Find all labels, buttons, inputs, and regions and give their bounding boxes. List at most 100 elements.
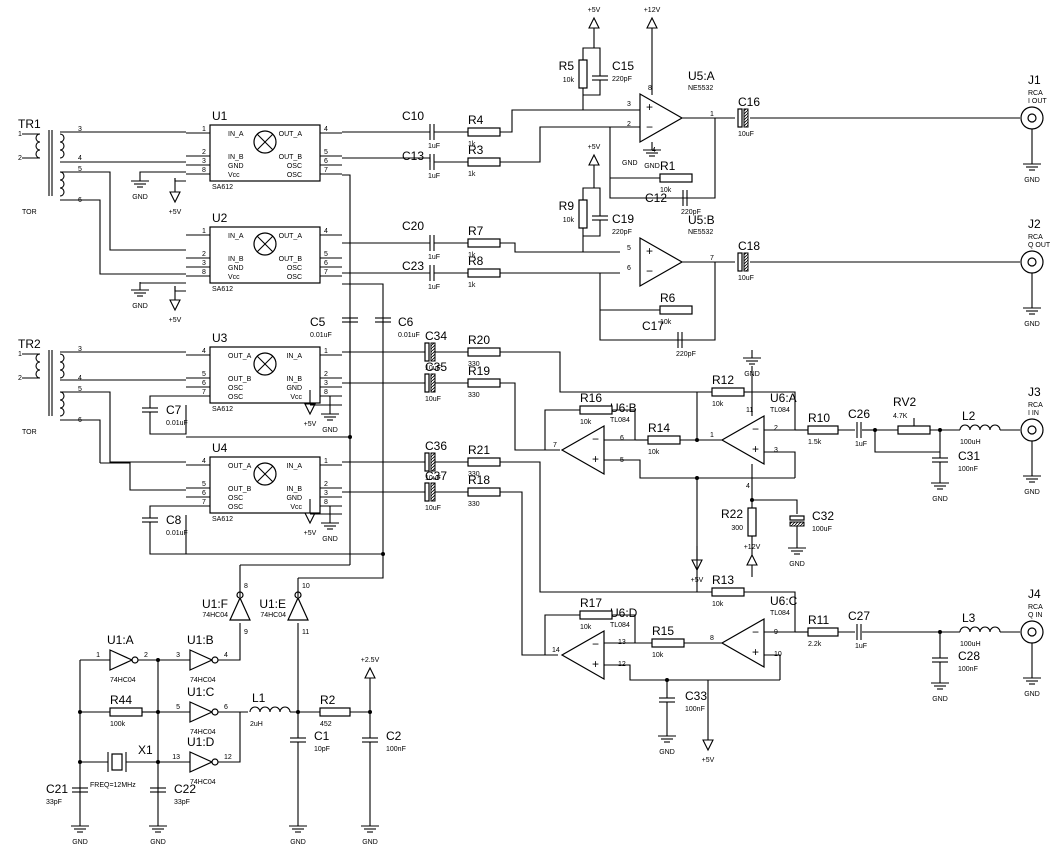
pin-name: OSC	[287, 172, 302, 179]
mixer-u2: U2SA612IN_A1IN_B2GND3Vcc8OUT_A4OUT_B5OSC…	[186, 211, 342, 293]
crystal-ref: X1	[138, 743, 153, 757]
minus-sign: −	[592, 637, 599, 651]
wire	[329, 395, 342, 406]
resistor-value: 10k	[580, 419, 592, 426]
resistor-ref: R22	[721, 507, 743, 521]
wire	[544, 409, 580, 450]
capacitor-ref: C23	[402, 259, 424, 273]
connector-ref: J2	[1028, 217, 1041, 231]
pin-number: 7	[553, 442, 557, 449]
minus-sign: −	[592, 432, 599, 446]
minus-sign: −	[646, 264, 653, 278]
junction-dot	[938, 428, 942, 432]
connector-name: I IN	[1028, 410, 1039, 417]
capacitor-c5: C50.01uF	[310, 315, 358, 339]
resistor-value: 10k	[712, 601, 724, 608]
capacitor-ref: C27	[848, 609, 870, 623]
capacitor-value: 10uF	[425, 396, 441, 403]
ground-symbol: GND	[321, 406, 339, 434]
capacitor-value: 1uF	[428, 254, 440, 261]
ground-symbol: GND	[788, 540, 806, 568]
ground-label: GND	[932, 696, 948, 703]
inductor-ref: L1	[252, 691, 266, 705]
pin-number: 1	[18, 351, 22, 358]
capacitor-value: 10uF	[425, 505, 441, 512]
wire	[500, 109, 620, 133]
capacitor-value: 0.01uF	[166, 530, 188, 537]
resistor-value: 1k	[468, 171, 476, 178]
capacitor-ref: C18	[738, 239, 760, 253]
pin-name: IN_B	[228, 154, 244, 161]
plus-sign: +	[592, 452, 599, 466]
wire	[149, 405, 187, 435]
capacitor-c8: C80.01uF	[142, 513, 188, 537]
pin-number: 2	[202, 251, 206, 258]
capacitor-value: 1uF	[428, 284, 440, 291]
ground-symbol: GND	[1023, 300, 1041, 328]
resistor-ref: R19	[468, 364, 490, 378]
inverter-ref: U1:F	[202, 597, 228, 611]
resistor-ref: R6	[660, 291, 676, 305]
inverter-part: 74HC04	[202, 612, 228, 619]
pin-number: 2	[324, 371, 328, 378]
pin-name: Vcc	[290, 394, 302, 401]
power-arrow-symbol: +5V	[702, 726, 715, 764]
capacitor-ref: C6	[398, 315, 414, 329]
pin-number: 4	[202, 348, 206, 355]
pin-number: 5	[78, 166, 82, 173]
opamp-part: TL084	[770, 610, 790, 617]
power-label: +5V	[702, 757, 715, 764]
capacitor-value: 10uF	[425, 365, 441, 372]
capacitor-ref: C10	[402, 109, 424, 123]
resistor-value: 300	[731, 525, 743, 532]
capacitor-value: 220pF	[612, 229, 632, 236]
power-label: +5V	[588, 144, 601, 151]
pin-number: 3	[176, 652, 180, 659]
connector-name: Q OUT	[1028, 242, 1051, 249]
power-arrow-symbol: +12V	[644, 7, 661, 40]
pin-name: Vcc	[228, 172, 240, 179]
pin-number: 4	[224, 652, 228, 659]
pin-number: 2	[774, 425, 778, 432]
pin-number: 7	[324, 167, 328, 174]
ground-label: GND	[322, 536, 338, 543]
pin-name: Vcc	[228, 274, 240, 281]
resistor-value: 10k	[660, 187, 672, 194]
opamp-part: TL084	[770, 407, 790, 414]
ground-symbol: GND	[931, 675, 949, 703]
minus-sign: −	[752, 422, 759, 436]
capacitor-value: 10uF	[425, 475, 441, 482]
ground-label: GND	[132, 194, 148, 201]
pin-name: GND	[286, 385, 302, 392]
capacitor-value: 33pF	[46, 799, 62, 806]
wire	[544, 614, 580, 655]
mixer-u1: U1SA612IN_A1IN_B2GND3Vcc8OUT_A4OUT_B5OSC…	[186, 109, 342, 191]
opamp-part: TL084	[610, 417, 630, 424]
resistor-value: 2.2k	[808, 641, 822, 648]
pin-number: 9	[244, 629, 248, 636]
resistor-ref: R16	[580, 391, 602, 405]
pin-number: 5	[324, 251, 328, 258]
connector-type: RCA	[1028, 90, 1043, 97]
resistor-value: 452	[320, 721, 332, 728]
junction-dot	[156, 658, 160, 662]
resistor-ref: R44	[110, 693, 132, 707]
connector-ref: J1	[1028, 73, 1041, 87]
opamp-ref: U5:A	[688, 69, 715, 83]
pin-name: OUT_B	[279, 256, 303, 263]
capacitor-value: 1uF	[855, 441, 867, 448]
